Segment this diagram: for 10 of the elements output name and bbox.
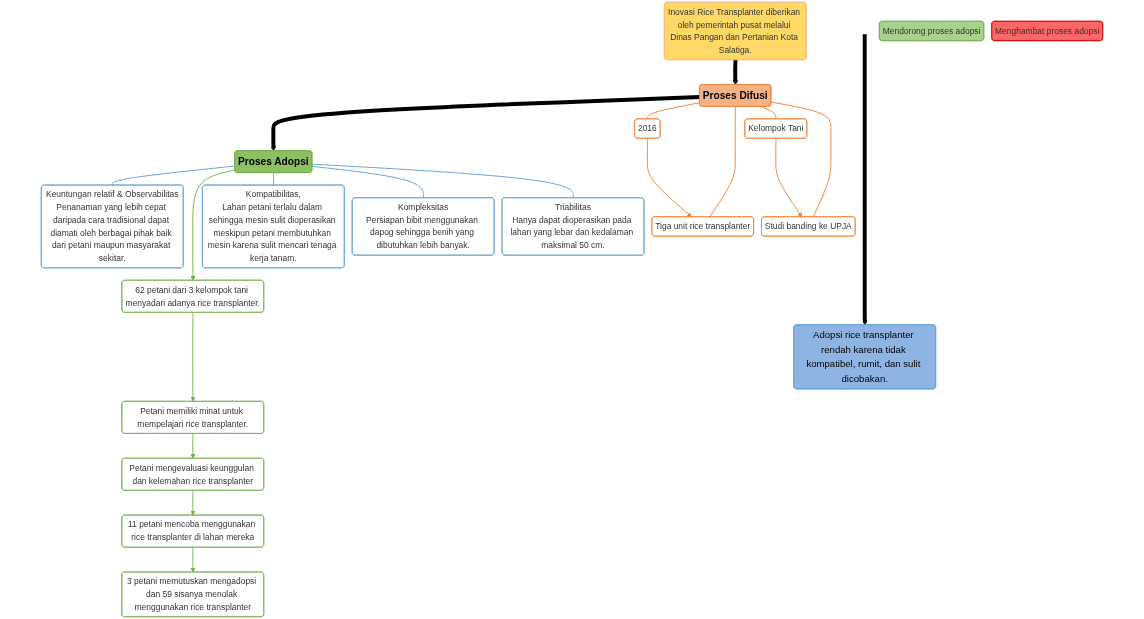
- connector: [647, 102, 701, 120]
- connector: [112, 165, 236, 186]
- connector: [311, 165, 424, 199]
- arrow: [862, 34, 868, 326]
- connector: [272, 172, 275, 186]
- connector: [709, 106, 736, 218]
- arrow: [270, 95, 700, 152]
- connector: [311, 163, 574, 199]
- arrow: [732, 59, 738, 85]
- connector: [761, 106, 777, 120]
